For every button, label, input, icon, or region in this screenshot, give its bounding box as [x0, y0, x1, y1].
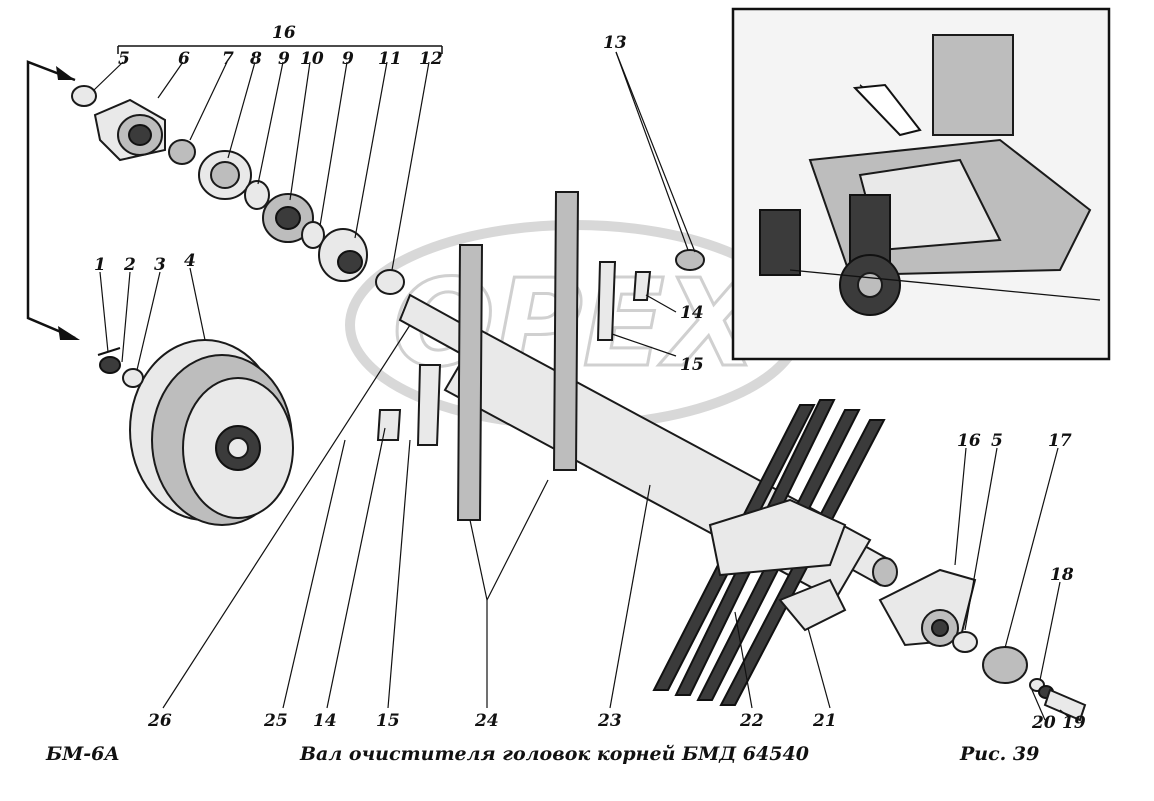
callout-19: 19 [1062, 713, 1086, 733]
callout-2: 2 [123, 255, 136, 275]
callout-20: 20 [1031, 713, 1056, 733]
callout-14-upper: 14 [680, 303, 704, 323]
callout-5-top: 5 [118, 49, 130, 69]
figure-caption: Вал очистителя головок корней БМД 64540 [300, 743, 809, 765]
figure-number: Рис. 39 [960, 743, 1040, 765]
callout-6: 6 [178, 49, 190, 69]
callout-1: 1 [94, 255, 106, 275]
model-code: БМ-6А [46, 743, 120, 765]
callout-21: 21 [812, 711, 837, 731]
callout-10: 10 [300, 49, 324, 69]
callout-24: 24 [474, 711, 499, 731]
callout-15-lower: 15 [376, 711, 400, 731]
callout-5-right: 5 [991, 431, 1003, 451]
callout-25: 25 [263, 711, 288, 731]
callout-14-lower: 14 [313, 711, 337, 731]
callout-8: 8 [249, 49, 262, 69]
callout-3: 3 [154, 255, 166, 275]
callout-26: 26 [147, 711, 172, 731]
return-arrow [26, 60, 80, 340]
callout-11: 11 [378, 49, 402, 69]
cleaner-blades [376, 191, 705, 521]
inset-machine-photo [731, 7, 1111, 361]
callout-labels: 16 5 6 7 8 9 10 9 11 12 13 14 15 1 2 3 4… [94, 23, 1086, 733]
callout-15-upper: 15 [680, 355, 704, 375]
callout-4: 4 [184, 251, 196, 271]
callout-16-right: 16 [957, 431, 981, 451]
callout-22: 22 [739, 711, 764, 731]
callout-9-right: 9 [342, 49, 354, 69]
bearing-assembly-upper [71, 85, 405, 295]
leader-lines [93, 51, 1071, 721]
callout-12: 12 [419, 49, 443, 69]
callout-7: 7 [222, 49, 234, 69]
callout-18: 18 [1050, 565, 1074, 585]
callout-9-left: 9 [278, 49, 290, 69]
callout-13: 13 [603, 33, 627, 53]
callout-17: 17 [1048, 431, 1072, 451]
pulley [97, 339, 294, 526]
bearing-assembly-right [878, 568, 1087, 722]
callout-16-top: 16 [272, 23, 296, 43]
group-16-bracket [117, 45, 443, 54]
callout-23: 23 [597, 711, 622, 731]
